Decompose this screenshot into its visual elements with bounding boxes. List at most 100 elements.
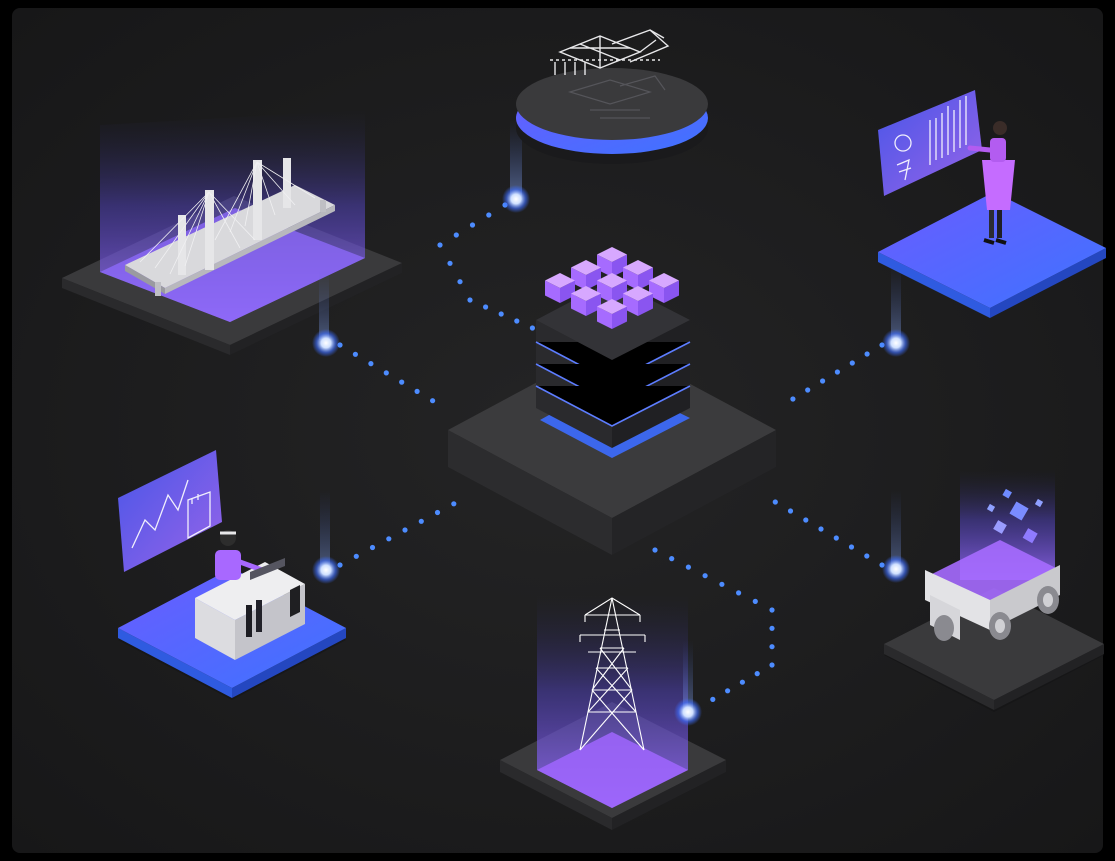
connection-dot — [402, 527, 408, 533]
connection-dot — [752, 598, 758, 605]
desk-icon — [195, 562, 305, 660]
connection-dot — [790, 396, 796, 402]
connection-dot — [483, 304, 489, 310]
connection-hub-desk-worker — [337, 501, 457, 568]
connector-node — [312, 556, 340, 584]
connection-dot — [399, 379, 405, 385]
connection-dot — [849, 360, 855, 366]
platform-side-left — [500, 760, 612, 830]
connection-dot — [739, 679, 746, 685]
connection-dot — [457, 279, 463, 285]
connection-dot — [447, 260, 453, 266]
connection-dot — [848, 544, 855, 550]
connection-dot — [736, 590, 742, 596]
connection-dot — [702, 573, 708, 579]
cable-stayed-bridge-icon — [125, 158, 335, 296]
data-cube — [649, 273, 679, 303]
connection-dot — [833, 535, 839, 541]
platform-side-right — [232, 628, 346, 698]
connection-dot — [769, 625, 775, 631]
connection-dot — [652, 547, 658, 553]
connection-dot — [769, 644, 775, 650]
worker-person-icon — [215, 530, 285, 637]
light-beam — [891, 265, 901, 340]
connector-node — [312, 329, 340, 357]
connection-dot — [669, 556, 675, 562]
connection-dot — [414, 388, 420, 394]
connection-dot — [451, 501, 457, 507]
connection-dot — [514, 318, 520, 324]
power-transmission-tower-icon — [579, 597, 646, 751]
platform-side-left — [884, 644, 994, 710]
connection-dot — [864, 553, 870, 559]
connection-dot — [772, 499, 778, 505]
connection-dot — [453, 232, 459, 238]
analyst-platform — [878, 90, 1106, 357]
connector-node — [674, 698, 702, 726]
connection-dot — [710, 696, 716, 703]
connection-hub-mining-truck — [772, 499, 885, 568]
connection-dot — [719, 581, 725, 587]
connection-dot — [386, 536, 392, 542]
light-beam — [510, 120, 522, 200]
light-beam — [319, 270, 329, 340]
connection-dot — [725, 688, 731, 694]
connection-dot — [685, 564, 692, 570]
connection-dot — [787, 508, 794, 514]
connection-dot — [467, 297, 473, 303]
connection-dot — [498, 311, 504, 317]
data-cube — [597, 299, 627, 329]
analyst-chart-board-icon — [878, 90, 982, 196]
light-beam — [683, 640, 693, 710]
connection-dot — [754, 671, 760, 677]
connection-dot — [805, 387, 811, 393]
mining-truck-platform — [882, 470, 1104, 712]
glow-floor — [537, 732, 688, 808]
connection-dot — [769, 607, 775, 613]
blueprint-drawing-icon — [550, 29, 670, 75]
connection-dot — [369, 544, 376, 551]
connection-dot — [769, 662, 775, 668]
platform-top — [878, 192, 1106, 308]
connection-dot — [529, 325, 536, 331]
connection-dot — [820, 378, 826, 384]
hub-base-right — [612, 430, 776, 555]
platform-side-left — [878, 252, 990, 318]
connection-dot — [383, 370, 389, 376]
connection-dot — [353, 553, 359, 559]
connection-dot — [834, 369, 841, 375]
mining-dump-truck-icon — [925, 540, 1060, 641]
analyst-person-icon — [967, 121, 1015, 245]
platform-side-right — [612, 760, 726, 830]
platform-side-left — [62, 278, 230, 355]
blueprint-reflection — [567, 75, 666, 119]
connection-dot — [803, 517, 809, 523]
platform-side-left — [118, 628, 232, 698]
desk-worker-dashboard-icon — [118, 450, 222, 572]
connection-dot — [418, 518, 424, 524]
connection-dot — [818, 526, 824, 532]
connection-dot — [434, 509, 441, 516]
platform-side-right — [230, 263, 402, 355]
connection-dot — [469, 222, 476, 228]
connection-dot — [368, 361, 374, 367]
connector-node — [502, 185, 530, 213]
connection-dot — [864, 351, 870, 357]
desk-worker-platform — [118, 450, 346, 700]
cube-grid — [545, 247, 679, 329]
connection-dot — [430, 398, 436, 404]
bridge-platform — [62, 110, 402, 357]
connection-dot — [437, 242, 443, 248]
floating-data-cubes-icon — [986, 488, 1044, 544]
central-hub — [448, 247, 776, 555]
connection-hub-bridge — [337, 342, 436, 404]
platform-side-right — [990, 248, 1106, 318]
hub-base-left — [448, 430, 612, 555]
data-cube-stack-icon — [535, 247, 691, 448]
connection-dot — [486, 212, 492, 218]
platform-side-right — [994, 644, 1104, 710]
light-beam — [320, 490, 330, 570]
light-beam — [891, 490, 901, 570]
